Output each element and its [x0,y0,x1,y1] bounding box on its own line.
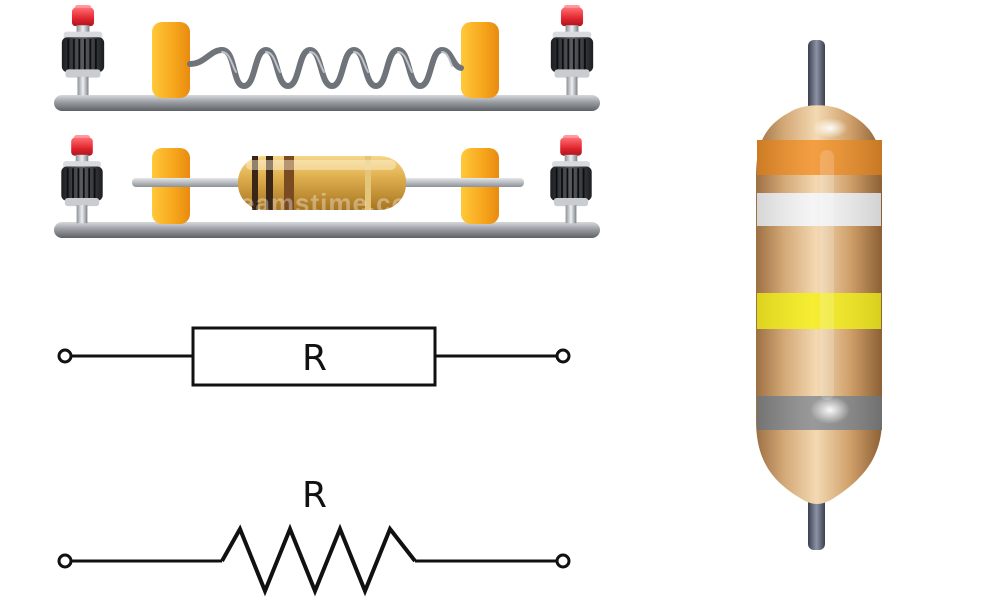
terminal-post-icon [60,5,106,97]
support-block-right [461,22,499,98]
resistor-symbol-zigzag [57,523,571,597]
terminal-dot [555,553,571,569]
terminal-post-icon [549,135,593,225]
color-band-resistor-icon [756,40,882,550]
terminal-post-icon [549,5,595,97]
rail-top [54,95,600,111]
big-lead-top [808,40,825,120]
zigzag-path [220,523,417,597]
highlight [812,118,848,138]
rail-bottom [54,222,600,238]
zigzag-symbol-label: R [302,475,327,516]
resistor-symbol-box [57,326,571,387]
highlight [810,396,850,424]
terminal-dot [555,348,571,364]
terminal-post-icon [60,135,104,225]
terminal-dot [57,348,73,364]
axial-resistor-icon [238,156,406,210]
box-symbol-label: R [302,338,327,379]
coil-fixture [54,5,600,111]
watermark: dreamstime.com [212,188,433,218]
coil-resistor-icon [187,46,464,90]
axial-fixture: dreamstime.com [54,135,600,238]
support-block-left [152,22,190,98]
terminal-dot [57,553,73,569]
